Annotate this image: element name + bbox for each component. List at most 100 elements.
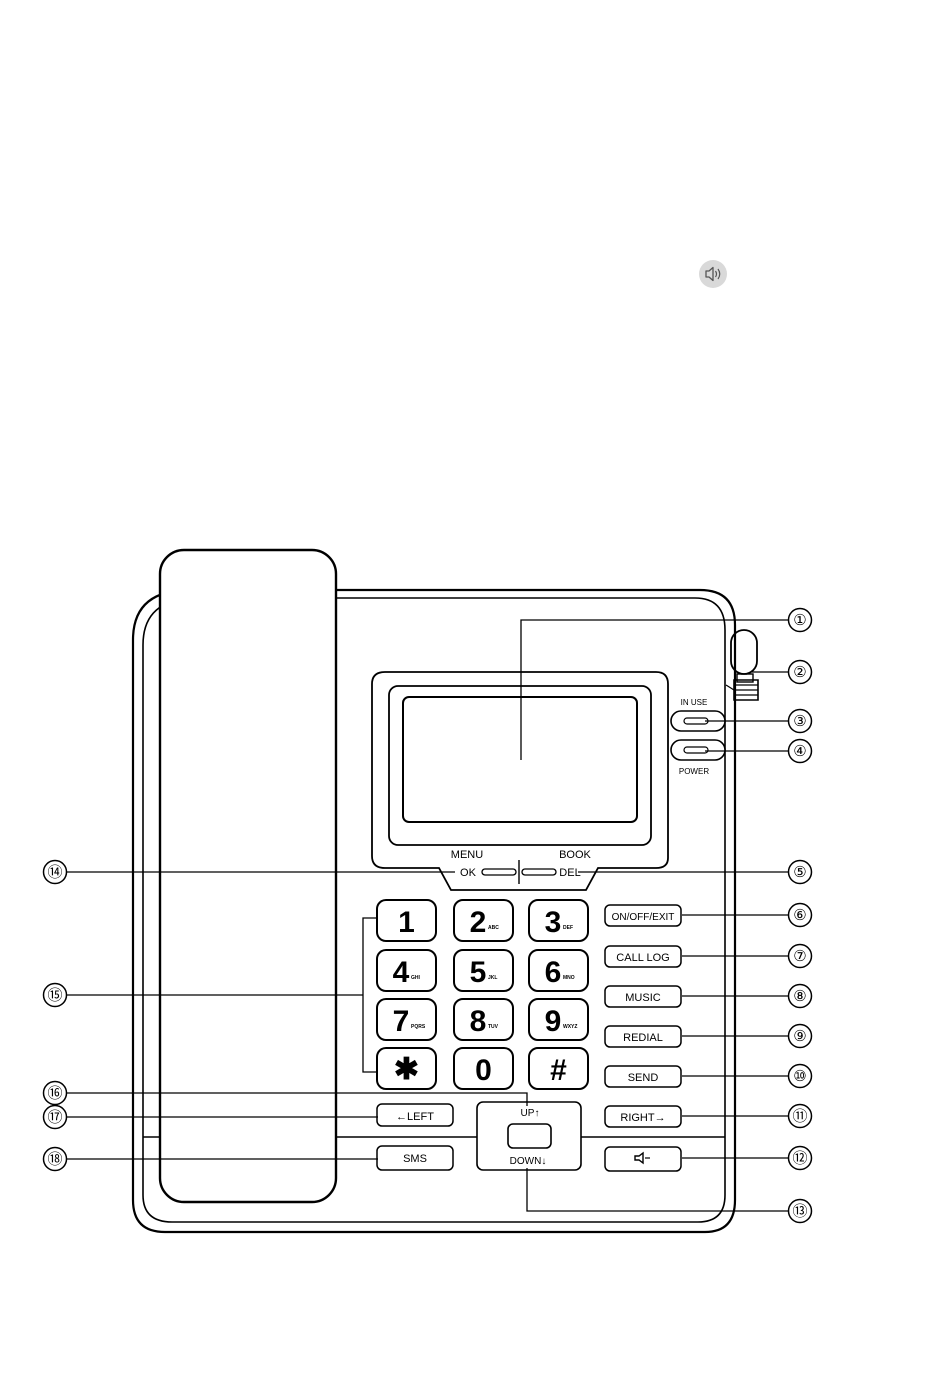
key-letters: ABC <box>488 925 499 931</box>
callout-6: ⑥ <box>789 904 812 927</box>
callout-17: ⑰ <box>44 1106 67 1129</box>
callout-number: ⑨ <box>793 1028 806 1045</box>
callout-18: ⑱ <box>44 1148 67 1171</box>
redial-button-label: REDIAL <box>623 1032 663 1044</box>
callout-number: ⑱ <box>47 1151 62 1168</box>
send-button[interactable]: SEND <box>605 1066 681 1087</box>
up-label: UP↑ <box>521 1108 540 1119</box>
indicators: IN USE POWER <box>671 698 725 776</box>
function-keys: ON/OFF/EXIT CALL LOG MUSIC REDIAL SEND RIGHT→ <box>605 905 681 1171</box>
right-button-label: RIGHT→ <box>620 1112 665 1124</box>
menu-ok-button[interactable] <box>482 869 516 875</box>
callout-number: ⑬ <box>792 1203 807 1220</box>
music-button[interactable]: MUSIC <box>605 986 681 1007</box>
key-digit: # <box>550 1054 567 1087</box>
key-digit: 3 <box>545 906 562 939</box>
antenna <box>726 630 758 700</box>
music-button-label: MUSIC <box>625 992 661 1004</box>
callout-11: ⑪ <box>789 1105 812 1128</box>
key-digit: 5 <box>470 956 487 989</box>
softkey-area: MENU BOOK OK DEL <box>451 849 592 884</box>
key-digit: 6 <box>545 956 562 989</box>
callout-12: ⑫ <box>789 1147 812 1170</box>
call-log-button[interactable]: CALL LOG <box>605 946 681 967</box>
handset[interactable] <box>160 550 336 1202</box>
send-button-label: SEND <box>628 1072 659 1084</box>
key-letters: TUV <box>488 1024 499 1030</box>
callout-3: ③ <box>789 710 812 733</box>
callout-number: ⑭ <box>47 864 62 881</box>
callout-10: ⑩ <box>789 1065 812 1088</box>
lcd-screen <box>403 697 637 822</box>
callout-number: ⑧ <box>793 988 806 1005</box>
callout-14: ⑭ <box>44 861 67 884</box>
callout-2: ② <box>789 661 812 684</box>
callout-4: ④ <box>789 740 812 763</box>
key-digit: ✱ <box>394 1053 419 1086</box>
right-button[interactable]: RIGHT→ <box>605 1106 681 1127</box>
key-letters: MNO <box>563 975 575 981</box>
call-log-button-label: CALL LOG <box>616 952 669 964</box>
key-letters: PQRS <box>411 1024 426 1030</box>
in-use-label: IN USE <box>681 698 708 707</box>
down-label: DOWN↓ <box>510 1156 547 1167</box>
keypad: 1 2ABC 3DEF 4GHI 5JKL 6MNO 7PQRS 8TUV 9WXYZ ✱ 0 # <box>377 900 588 1089</box>
callout-number: ① <box>793 612 806 629</box>
key-digit: 1 <box>398 906 415 939</box>
left-button-label: ←LEFT <box>396 1111 434 1123</box>
callout-number: ⑦ <box>793 948 806 965</box>
nav-pad: UP↑ DOWN↓ <box>477 1102 581 1170</box>
key-letters: WXYZ <box>563 1024 577 1030</box>
book-label: BOOK <box>559 849 591 861</box>
book-del-button[interactable] <box>522 869 556 875</box>
callout-5: ⑤ <box>789 861 812 884</box>
callout-number: ④ <box>793 743 806 760</box>
key-digit: 8 <box>470 1005 487 1038</box>
key-11[interactable]: 0 <box>454 1048 513 1089</box>
callout-16: ⑯ <box>44 1082 67 1105</box>
on-off-exit-button[interactable]: ON/OFF/EXIT <box>605 905 681 926</box>
key-letters: GHI <box>411 975 421 981</box>
key-12[interactable]: # <box>529 1048 588 1089</box>
key-letters: JKL <box>488 975 497 981</box>
key-digit: 4 <box>393 956 410 989</box>
key-1[interactable]: 1 <box>377 900 436 941</box>
callout-15: ⑮ <box>44 984 67 1007</box>
callout-number: ⑫ <box>792 1150 807 1167</box>
speakerphone-button[interactable] <box>605 1147 681 1171</box>
display-housing <box>372 672 668 890</box>
key-letters: DEF <box>563 925 573 931</box>
key-digit: 0 <box>475 1054 492 1087</box>
key-10[interactable]: ✱ <box>377 1048 436 1089</box>
callout-1: ① <box>789 609 812 632</box>
callout-number: ⑰ <box>47 1109 62 1126</box>
redial-button[interactable]: REDIAL <box>605 1026 681 1047</box>
callout-number: ⑮ <box>47 987 62 1004</box>
ok-label: OK <box>460 867 477 879</box>
callout-number: ② <box>793 664 806 681</box>
del-label: DEL <box>559 867 580 879</box>
callout-9: ⑨ <box>789 1025 812 1048</box>
on-off-exit-button-label: ON/OFF/EXIT <box>612 912 675 923</box>
callout-number: ③ <box>793 713 806 730</box>
callout-7: ⑦ <box>789 945 812 968</box>
center-ok-button[interactable] <box>508 1124 551 1148</box>
power-label: POWER <box>679 767 709 776</box>
callout-number: ⑯ <box>47 1085 62 1102</box>
callout-13: ⑬ <box>789 1200 812 1223</box>
key-digit: 9 <box>545 1005 562 1038</box>
callout-number: ⑪ <box>792 1108 807 1125</box>
callout-number: ⑩ <box>793 1068 806 1085</box>
key-digit: 7 <box>393 1005 410 1038</box>
sms-button-label: SMS <box>403 1153 427 1165</box>
menu-label: MENU <box>451 849 483 861</box>
